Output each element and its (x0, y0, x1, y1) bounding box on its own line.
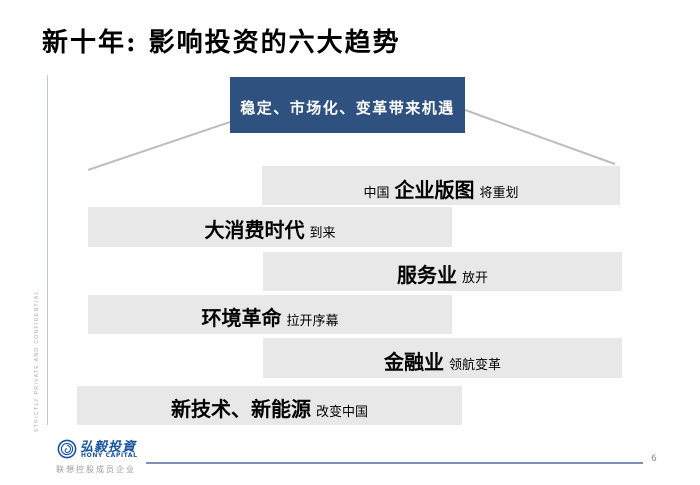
bar-suffix: 改变中国 (315, 405, 368, 420)
trend-bar-services: 服务业放开 (263, 252, 622, 291)
bar-main-text: 环境革命 (201, 306, 282, 330)
bar-suffix: 领航变革 (448, 358, 501, 373)
logo-name-en: HONY CAPITAL (81, 452, 138, 459)
roof-line-left (87, 121, 231, 171)
confidentiality-side-label: STRICTLY PRIVATE AND CONFIDENTIAL (34, 290, 40, 432)
page-number: 6 (651, 454, 657, 464)
bar-main-text: 金融业 (383, 350, 444, 374)
left-border-line (47, 75, 48, 425)
bar-suffix: 将重划 (479, 186, 519, 201)
bar-main-text: 大消费时代 (204, 218, 305, 242)
trend-bar-environment: 环境革命拉开序幕 (88, 295, 452, 334)
trend-bar-finance: 金融业领航变革 (263, 338, 622, 378)
bar-prefix: 中国 (363, 186, 390, 201)
slide-title: 新十年: 影响投资的六大趋势 (42, 28, 401, 58)
bar-suffix: 拉开序幕 (286, 314, 339, 329)
roof-header-box: 稳定、市场化、变革带来机遇 (230, 77, 465, 133)
bar-suffix: 到来 (309, 226, 336, 241)
trend-bar-enterprise-map: 中国企业版图将重划 (262, 166, 620, 205)
logo-name-cn: 弘毅投資 (80, 440, 137, 455)
hony-capital-seal-icon (57, 439, 77, 459)
bar-main-text: 企业版图 (394, 178, 475, 202)
trend-bar-consumption: 大消费时代到来 (88, 207, 452, 247)
footer-divider-line (146, 462, 643, 464)
bar-main-text: 新技术、新能源 (170, 397, 311, 421)
bar-main-text: 服务业 (396, 263, 457, 287)
logo-tagline: 联想控股成员企业 (56, 465, 136, 474)
roof-line-right (464, 109, 616, 165)
trend-bar-new-tech-energy: 新技术、新能源改变中国 (77, 386, 462, 425)
bar-suffix: 放开 (461, 271, 488, 286)
